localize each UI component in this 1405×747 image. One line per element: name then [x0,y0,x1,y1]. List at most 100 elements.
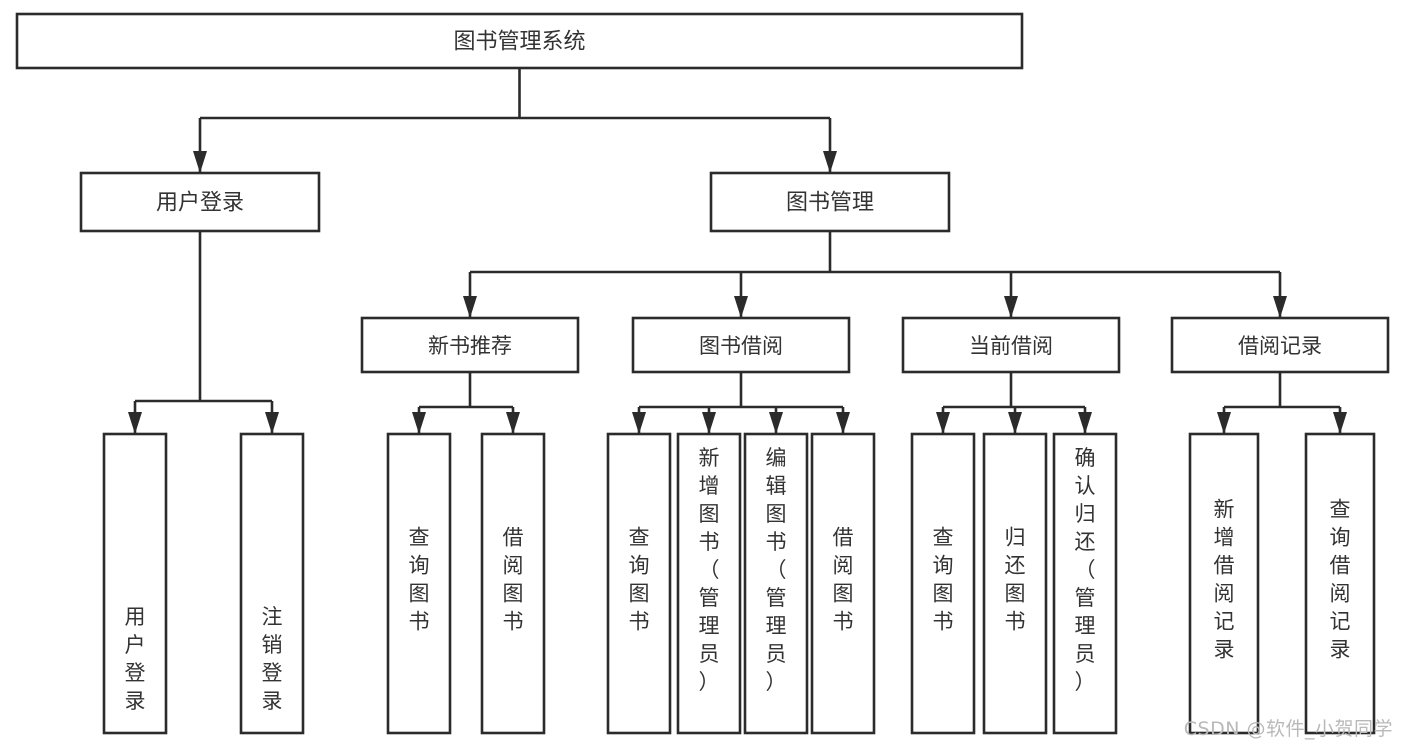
node-box [79,171,321,233]
arrow-head-icon [128,412,142,434]
node-label-char: 查 [933,526,954,550]
node-label: 用户登录 [156,191,244,216]
node-book-manage[interactable]: 图书管理 [709,171,951,233]
node-label-char: 图 [1005,582,1026,606]
arrow-head-icon [823,151,837,173]
node-label-char: 借 [833,526,854,550]
node-box [810,432,876,735]
node-label-char: 询 [1330,526,1351,550]
node-label-char: 录 [1330,638,1351,662]
node-label-char: 图 [699,502,720,526]
node-label-char: 增 [1214,526,1235,550]
node-label-char: 注 [262,605,283,629]
connector-group-book-manage [463,231,1287,318]
node-label: 图书管理 [786,191,874,216]
node-label: 借阅记录 [1238,334,1322,358]
node-borrow-record[interactable]: 借阅记录 [1170,316,1390,374]
node-label: 新书推荐 [428,334,512,358]
node-label-char: 管 [766,586,787,610]
node-box [386,432,452,735]
node-box [360,316,580,374]
node-label-char: 阅 [1330,582,1351,606]
node-box [1304,432,1376,735]
node-label-char: 登 [125,661,146,685]
node-box [901,316,1121,374]
node-label-char: 管 [1075,586,1096,610]
node-box [102,432,168,735]
node-box [1052,432,1118,735]
node-label-char: 图 [409,582,430,606]
node-label-char: 录 [125,689,146,713]
node-label-char: 理 [766,614,787,638]
node-leaf-user-login[interactable]: 用户登录 [102,432,168,735]
arrow-head-icon [632,412,646,434]
connector-group-user-login [128,231,279,434]
node-box [606,432,672,735]
node-label-char: 增 [699,474,720,498]
node-label-char: 理 [699,614,720,638]
node-label-char: 员 [699,642,720,666]
node-label-char: 新 [1214,498,1235,522]
node-label-char: （ [699,558,720,582]
node-box [1188,432,1260,735]
arrow-head-icon [506,412,520,434]
node-box [676,432,742,735]
node-user-login[interactable]: 用户登录 [79,171,321,233]
nodes-layer: 图书管理系统用户登录图书管理新书推荐图书借阅当前借阅借阅记录用户登录注销登录查询… [15,12,1390,735]
node-label-char: （ [1075,558,1096,582]
node-book-borrow[interactable]: 图书借阅 [631,316,851,374]
node-label-char: 录 [262,689,283,713]
node-label-char: 图 [833,582,854,606]
node-new-book-recommend[interactable]: 新书推荐 [360,316,580,374]
node-label-char: 还 [1075,530,1096,554]
node-label-char: 图 [766,502,787,526]
connector-group-new-book-recommend [412,372,520,434]
arrow-head-icon [702,412,716,434]
arrow-head-icon [769,412,783,434]
node-label-char: 确 [1075,446,1096,470]
node-label-char: 询 [409,554,430,578]
arrow-head-icon [1008,412,1022,434]
node-label-char: 认 [1075,474,1096,498]
arrow-head-icon [1217,412,1231,434]
node-label-char: 记 [1214,610,1235,634]
csdn-watermark: CSDN @软件_小贺同学 [1183,718,1393,740]
node-label-char: 登 [262,661,283,685]
node-label-char: ） [1075,670,1096,694]
node-label-char: 阅 [833,554,854,578]
node-label-char: 书 [699,530,720,554]
node-label-char: 归 [1075,502,1096,526]
node-label-char: 还 [1005,554,1026,578]
node-box [1170,316,1390,374]
node-label-char: 图 [933,582,954,606]
node-label-char: 新 [699,446,720,470]
node-current-borrow[interactable]: 当前借阅 [901,316,1121,374]
node-label-char: 户 [125,633,146,657]
node-box [480,432,546,735]
node-label-char: 查 [1330,498,1351,522]
node-root[interactable]: 图书管理系统 [15,12,1024,70]
node-label-char: 借 [1214,554,1235,578]
arrow-head-icon [1333,412,1347,434]
node-label-char: 理 [1075,614,1096,638]
connector-group-borrow-record [1217,372,1347,434]
node-label-char: 员 [1075,642,1096,666]
arrow-head-icon [836,412,850,434]
node-box [709,171,951,233]
connector-group-book-borrow [632,372,850,434]
arrow-head-icon [1078,412,1092,434]
node-label-char: 书 [503,610,524,634]
